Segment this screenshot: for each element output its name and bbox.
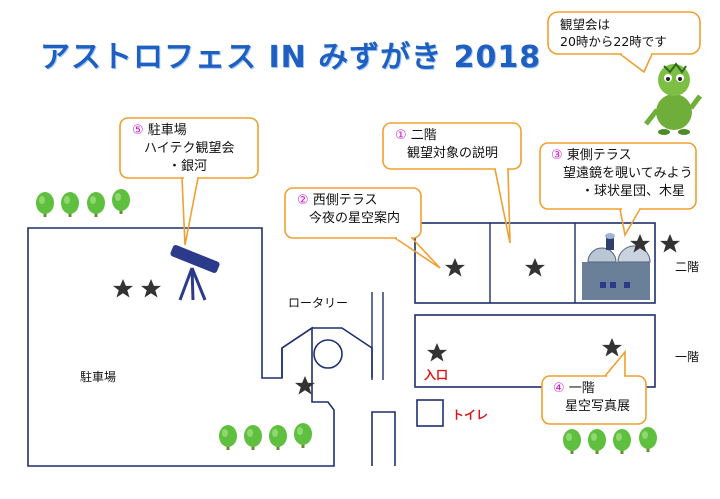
rotary-road bbox=[281, 327, 373, 378]
tree-icon bbox=[639, 427, 657, 452]
callout-line: 今夜の星空案内 bbox=[309, 211, 401, 226]
callout-1f: ④ 一階 星空写真展 bbox=[553, 380, 630, 416]
callout-box-2 bbox=[284, 187, 422, 239]
callout-line: ハイテク観望会 bbox=[144, 141, 235, 156]
callout-box-1 bbox=[382, 122, 522, 170]
tree-icon bbox=[219, 425, 237, 450]
star-icon bbox=[113, 279, 133, 298]
callout-line: ・銀河 bbox=[168, 159, 208, 174]
mascot-icon bbox=[644, 62, 702, 135]
star-icon bbox=[660, 234, 680, 253]
callout-west-terrace: ② 西側テラス 今夜の星空案内 bbox=[297, 192, 400, 228]
star-icon bbox=[525, 258, 545, 277]
callout-line: ・球状星団、木星 bbox=[581, 184, 686, 199]
callout-line: 観望対象の説明 bbox=[407, 146, 499, 161]
tree-icon bbox=[269, 425, 287, 450]
callout-number: ③ bbox=[551, 148, 563, 163]
callout-title: 駐車場 bbox=[147, 123, 187, 138]
building-2f bbox=[414, 222, 656, 304]
entrance-label: 入口 bbox=[424, 368, 449, 382]
callout-line: 望遠鏡を覗いてみよう bbox=[563, 166, 693, 181]
telescope-icon bbox=[170, 244, 220, 301]
callout-number: ⑤ bbox=[132, 123, 144, 138]
mascot-note-line2: 20時から22時です bbox=[560, 34, 667, 49]
tree-icon bbox=[87, 192, 105, 217]
callout-title: 二階 bbox=[410, 128, 437, 143]
callout-east-terrace: ③ 東側テラス 望遠鏡を覗いてみよう ・球状星団、木星 bbox=[551, 147, 693, 201]
tree-icon bbox=[36, 192, 54, 217]
observatory-icon bbox=[582, 233, 651, 300]
callout-title: 西側テラス bbox=[312, 193, 378, 208]
toilet-box bbox=[416, 399, 444, 427]
toilet-label: トイレ bbox=[452, 408, 489, 422]
mascot-note-line1: 観望会は bbox=[560, 17, 611, 32]
tree-icon bbox=[294, 423, 312, 448]
callout-number: ② bbox=[297, 193, 309, 208]
building-1f bbox=[414, 314, 656, 388]
callout-box-4 bbox=[541, 375, 647, 425]
star-icon bbox=[427, 343, 447, 362]
callout-line: 星空写真展 bbox=[565, 399, 631, 414]
floor-1-label: 一階 bbox=[675, 350, 700, 364]
parking-outline bbox=[27, 227, 335, 467]
callout-number: ① bbox=[395, 128, 407, 143]
callout-title: 一階 bbox=[568, 381, 595, 396]
tree-icon bbox=[61, 192, 79, 217]
star-icon bbox=[141, 279, 161, 298]
tree-icon bbox=[112, 189, 130, 214]
tree-icon bbox=[563, 429, 581, 454]
mascot-note: 観望会は 20時から22時です bbox=[560, 16, 667, 50]
rotary-circle bbox=[313, 339, 343, 369]
page-title: アストロフェス IN みずがき 2018 bbox=[40, 40, 542, 75]
star-icon bbox=[602, 338, 622, 357]
callout-parking: ⑤ 駐車場 ハイテク観望会 ・銀河 bbox=[132, 122, 234, 176]
tree-icon bbox=[588, 429, 606, 454]
callout-2f: ① 二階 観望対象の説明 bbox=[395, 127, 498, 163]
tree-icon bbox=[613, 429, 631, 454]
rotary-label: ロータリー bbox=[288, 296, 349, 310]
callout-number: ④ bbox=[553, 381, 565, 396]
tree-icon bbox=[244, 425, 262, 450]
callout-title: 東側テラス bbox=[566, 148, 632, 163]
star-icon bbox=[445, 258, 465, 277]
parking-label: 駐車場 bbox=[80, 370, 117, 384]
floor-2-label: 二階 bbox=[675, 260, 700, 274]
callout-box-3 bbox=[539, 142, 697, 210]
